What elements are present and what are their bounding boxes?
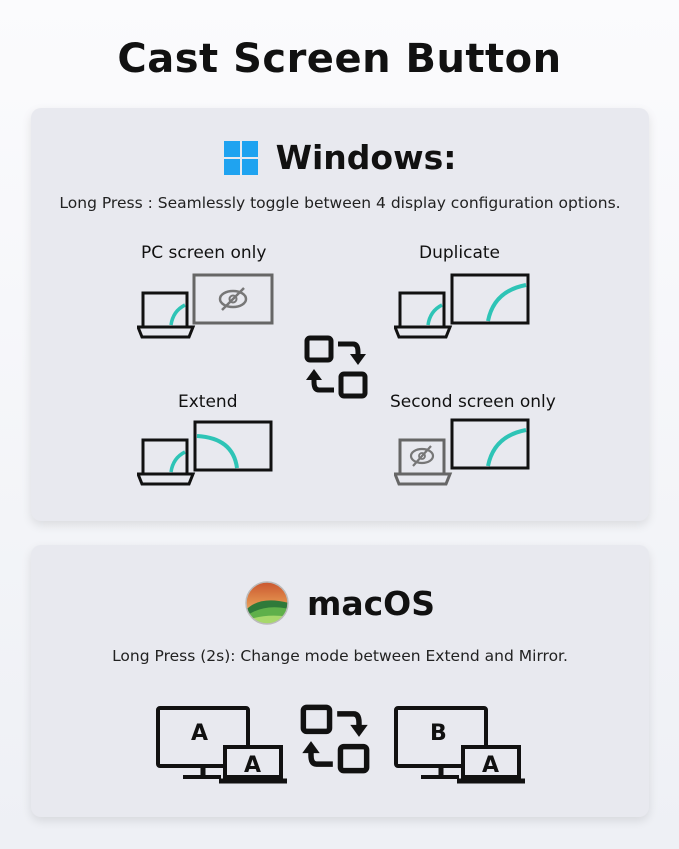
option-label-extend: Extend [178, 392, 238, 412]
option-label-pc-screen-only: PC screen only [141, 243, 267, 263]
duplicate-icon [394, 273, 534, 339]
page-title: Cast Screen Button [117, 36, 562, 82]
windows-heading: Windows: [275, 138, 457, 177]
option-label-duplicate: Duplicate [419, 243, 500, 263]
macos-logo-icon [245, 581, 289, 625]
pc-screen-only-icon [137, 273, 277, 339]
windows-card: Windows: Long Press : Seamlessly toggle … [31, 108, 649, 521]
extend-icon [137, 420, 277, 486]
mirror-laptop-letter: A [482, 753, 500, 778]
macos-card: macOS Long Press (2s): Change mode betwe… [31, 545, 649, 817]
macos-heading-row: macOS [31, 581, 649, 625]
macos-heading: macOS [306, 583, 436, 623]
windows-description: Long Press : Seamlessly toggle between 4… [59, 194, 621, 212]
toggle-cycle-icon [303, 334, 369, 400]
mirror-monitor-letter: B [430, 721, 447, 746]
option-label-second-screen-only: Second screen only [390, 392, 556, 412]
macos-extend-icon [155, 705, 287, 785]
second-screen-only-icon [394, 418, 534, 486]
extend-monitor-letter: A [191, 721, 209, 746]
macos-toggle-cycle-icon [299, 703, 371, 775]
windows-logo-icon [223, 140, 258, 175]
windows-heading-row: Windows: [31, 138, 649, 177]
extend-laptop-letter: A [244, 753, 262, 778]
macos-description: Long Press (2s): Change mode between Ext… [112, 647, 568, 665]
macos-mirror-icon [393, 705, 525, 785]
